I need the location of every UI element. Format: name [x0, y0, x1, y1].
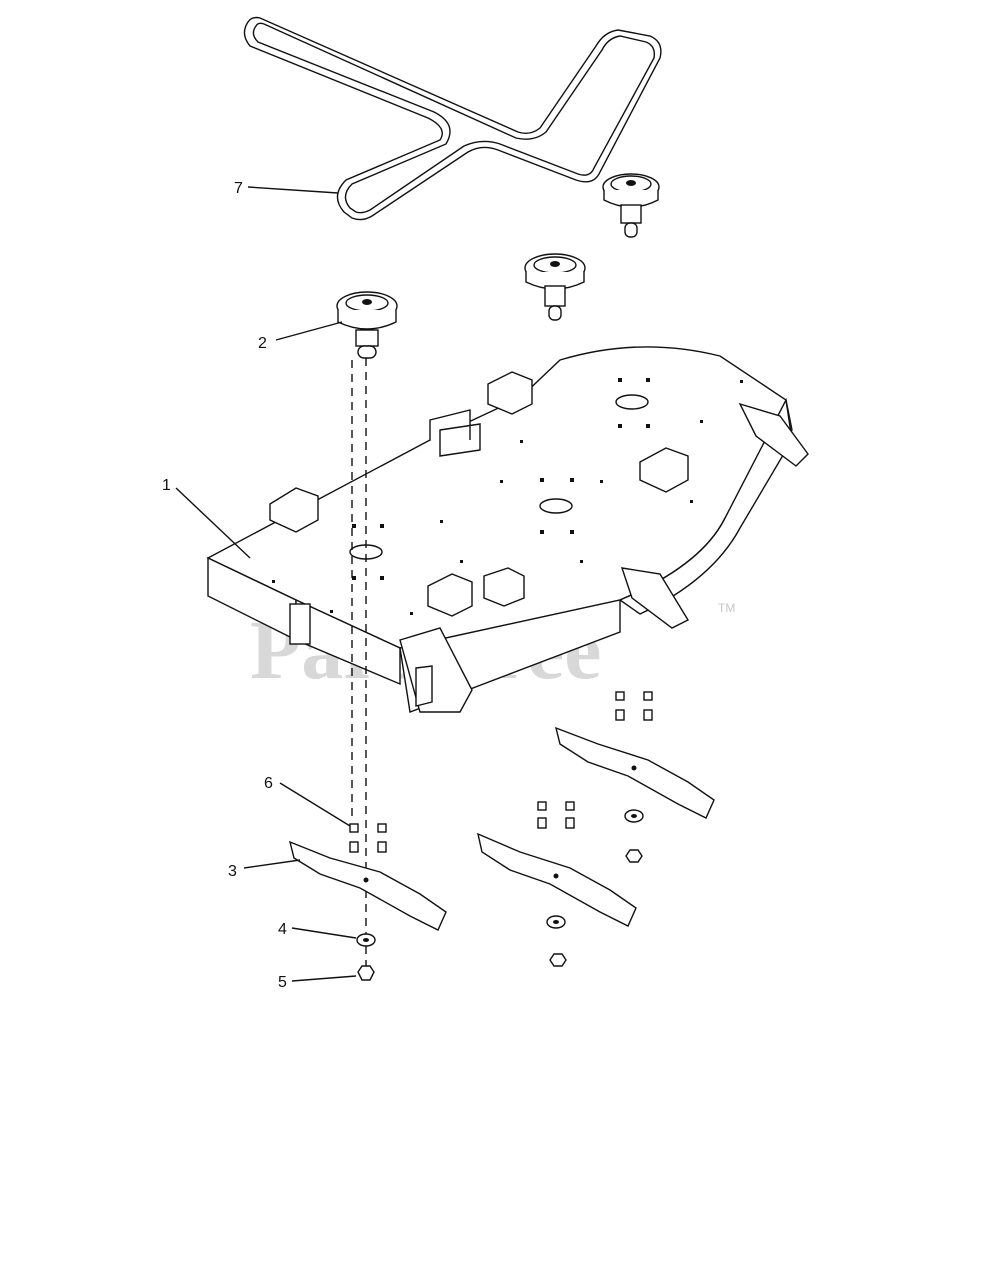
callout-7[interactable]: 7: [234, 180, 243, 197]
callout-1[interactable]: 1: [162, 477, 171, 494]
spindle-right[interactable]: [602, 173, 660, 238]
spindle-middle[interactable]: [524, 253, 586, 321]
callout-5[interactable]: 5: [278, 974, 287, 991]
washer-left[interactable]: [356, 933, 376, 947]
spindle-assembly[interactable]: [336, 291, 398, 359]
callout-3[interactable]: 3: [228, 863, 237, 880]
bolt-set-right[interactable]: [615, 691, 653, 721]
blade-right[interactable]: [554, 726, 715, 819]
washer-right[interactable]: [624, 809, 644, 823]
callout-leaders: [175, 186, 357, 982]
bolt-set-left[interactable]: [349, 823, 387, 853]
callout-4[interactable]: 4: [278, 921, 287, 938]
nut-right[interactable]: [625, 849, 643, 863]
nut-middle[interactable]: [549, 953, 567, 967]
washer-middle[interactable]: [546, 915, 566, 929]
blade-middle[interactable]: [477, 832, 637, 927]
bolt-set-middle[interactable]: [537, 801, 575, 829]
deck-holes: [272, 378, 743, 615]
drive-belt[interactable]: [243, 16, 662, 221]
watermark-trademark: TM: [718, 601, 735, 615]
blade-left[interactable]: [288, 840, 447, 931]
callout-labels: 7 2 1 6 3 4 5: [162, 180, 287, 991]
nut-left[interactable]: [357, 965, 375, 981]
callout-2[interactable]: 2: [258, 335, 267, 352]
callout-6[interactable]: 6: [264, 775, 273, 792]
mower-deck-housing[interactable]: [206, 346, 809, 713]
